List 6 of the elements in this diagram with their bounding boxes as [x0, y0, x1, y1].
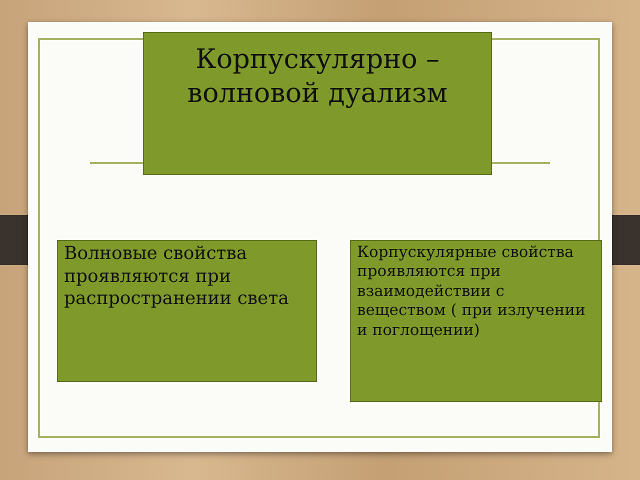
body-text: Волновые свойства проявляются при распространении света: [64, 243, 290, 310]
title-text: Корпускулярно – волновой дуализм: [186, 43, 449, 110]
text-box: [350, 240, 602, 402]
body-text: Корпускулярные свойства проявляются при взаимодействии с веществом ( при излучении и поглощении): [357, 243, 586, 340]
title-box: [143, 32, 492, 175]
text-box: [57, 240, 317, 382]
